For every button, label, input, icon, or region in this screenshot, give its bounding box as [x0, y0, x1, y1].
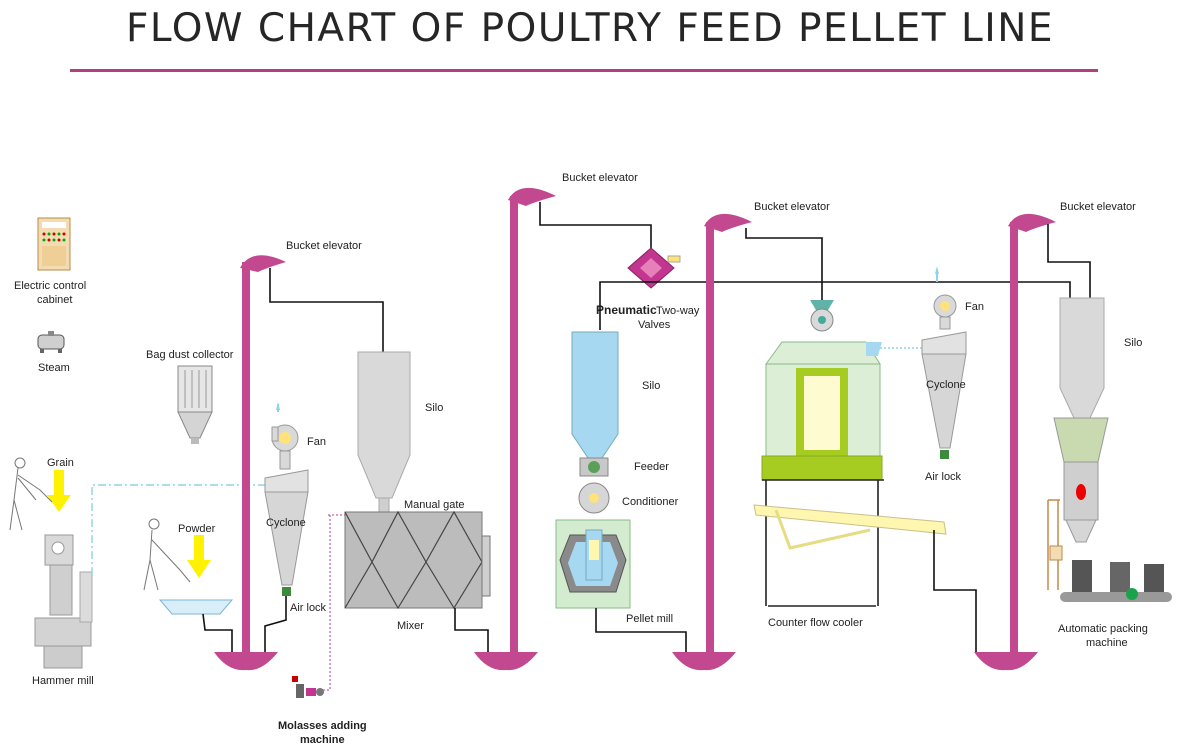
elevator-4-head: [1008, 213, 1056, 232]
cyclone-1-label: Cyclone: [266, 517, 306, 529]
page-title: FLOW CHART OF POULTRY FEED PELLET LINE: [125, 6, 1055, 51]
pellet-mill-label: Pellet mill: [626, 613, 673, 625]
silo-3-label: Silo: [1124, 337, 1142, 349]
silo-3: [1059, 297, 1105, 419]
pipe-elev2-to-valve: [539, 202, 652, 248]
electric-control-cabinet: [37, 217, 71, 271]
mixer: [344, 510, 491, 610]
grain-arrow-icon: [47, 470, 71, 512]
pipe-elev1-to-silo1: [269, 268, 384, 352]
conditioner-label: Conditioner: [622, 496, 679, 508]
elevator-2-boot: [474, 652, 538, 671]
counter-flow-cooler-label: Counter flow cooler: [768, 617, 863, 629]
feeder: [579, 457, 609, 477]
hammer-mill-label: Hammer mill: [32, 675, 94, 687]
cyclone-2-label: Cyclone: [926, 379, 966, 391]
powder-label: Powder: [178, 523, 216, 535]
silo-2: [571, 331, 619, 459]
molasses-adding-machine: [292, 676, 324, 698]
elevator-3-boot: [672, 652, 736, 671]
air-lock-2-label: Air lock: [925, 471, 962, 483]
steam-label: Steam: [38, 362, 70, 374]
powder-arrow-icon: [187, 535, 211, 578]
feeder-label: Feeder: [634, 461, 669, 473]
cooler-rotary-valve: [810, 300, 834, 332]
steam-generator: [37, 331, 65, 353]
air-lock-1-label: Air lock: [290, 602, 327, 614]
hammer-mill: [34, 534, 93, 669]
bucket-elevator-3-label: Bucket elevator: [754, 201, 830, 213]
pipe-airlock-to-elev1: [264, 596, 287, 652]
bucket-elevator-2-label: Bucket elevator: [562, 172, 638, 184]
elevator-1-boot: [214, 652, 278, 671]
two-way-label: Two-way: [656, 305, 700, 317]
electric-control-cabinet-label-2: cabinet: [37, 294, 72, 306]
pipe-mill-to-elev3: [595, 608, 687, 652]
grain-label: Grain: [47, 457, 74, 469]
worker-figure-icon: [9, 457, 53, 531]
silo-1: [357, 351, 411, 513]
title-underline: [70, 69, 1098, 72]
fan-2: [933, 294, 957, 318]
pipe-mixer-to-elev2: [454, 608, 489, 652]
pellet-mill: [555, 519, 631, 609]
vibrating-screen: [753, 504, 947, 550]
bucket-elevator-1-label: Bucket elevator: [286, 240, 362, 252]
cyclone-1: [264, 450, 309, 596]
fan-1: [271, 424, 299, 452]
elevator-2-head: [508, 187, 556, 206]
bucket-elevator-4-label: Bucket elevator: [1060, 201, 1136, 213]
molasses-label-2: machine: [300, 734, 345, 746]
valves-label: Valves: [638, 319, 671, 331]
molasses-label: Molasses adding: [278, 720, 367, 732]
pipe-elev4-to-silo3: [1047, 224, 1091, 298]
silo-2-label: Silo: [642, 380, 660, 392]
electric-control-cabinet-label: Electric control: [14, 280, 86, 292]
elevator-3-head: [704, 213, 752, 232]
automatic-packing-machine: [1047, 417, 1172, 602]
elevator-1-head: [240, 255, 286, 272]
pipe-hopper-to-elev1: [202, 613, 233, 652]
cyclone-2: [921, 316, 967, 459]
pneumatic-two-way-valve: [627, 247, 681, 289]
pipe-elev3-to-cooler: [745, 228, 823, 300]
bag-dust-collector: [177, 365, 213, 444]
counter-flow-cooler: [761, 341, 884, 607]
mixer-label: Mixer: [397, 620, 424, 632]
packing-label: Automatic packing: [1058, 623, 1148, 635]
pneumatic-label: Pneumatic: [596, 303, 657, 317]
silo-1-label: Silo: [425, 402, 443, 414]
manual-gate-label: Manual gate: [404, 499, 465, 511]
packing-label-2: machine: [1086, 637, 1128, 649]
worker-figure-icon: [143, 518, 191, 591]
fan-2-label: Fan: [965, 301, 984, 313]
elevator-4-boot: [974, 652, 1038, 671]
fan-1-label: Fan: [307, 436, 326, 448]
conditioner: [578, 482, 610, 514]
powder-hopper: [158, 599, 234, 615]
pipe-screen-to-elev4: [933, 530, 977, 652]
bag-dust-collector-label: Bag dust collector: [146, 349, 234, 361]
exhaust-icon: [935, 266, 939, 274]
main-distribution-line: [599, 281, 1071, 330]
